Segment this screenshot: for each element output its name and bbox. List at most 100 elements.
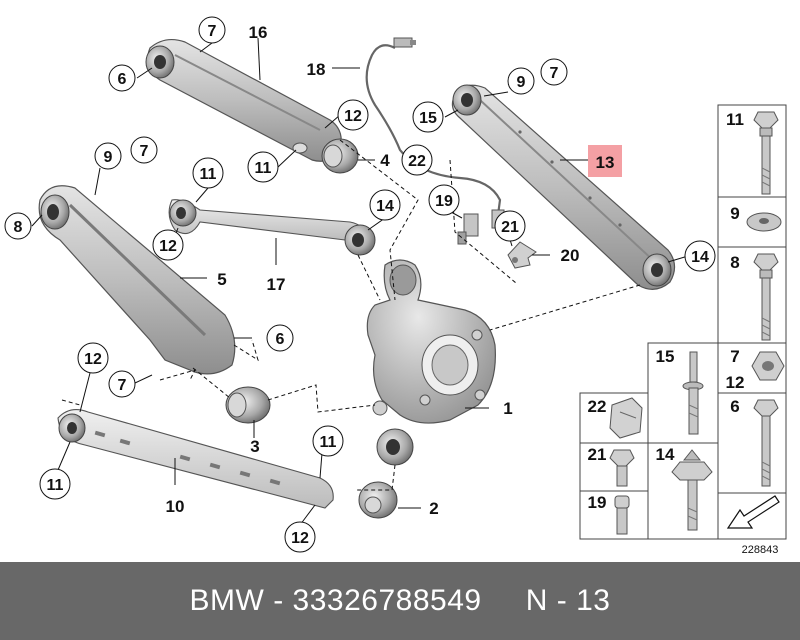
callout-7[interactable]: 7 [130,136,158,164]
svg-text:21: 21 [501,219,519,236]
callout-14[interactable]: 14 [369,189,401,221]
svg-text:21: 21 [588,445,607,464]
svg-text:11: 11 [726,110,744,129]
callout-9[interactable]: 9 [94,142,122,170]
svg-text:12: 12 [726,373,745,392]
svg-text:8: 8 [730,253,739,272]
callout-19[interactable]: 19 [428,184,460,216]
footer-text: BMW - 33326788549 N - 13 [189,584,611,617]
svg-text:9: 9 [104,149,113,166]
callout-12[interactable]: 12 [337,99,369,131]
svg-text:15: 15 [419,110,437,127]
callout-12[interactable]: 12 [284,521,316,553]
stud-15-image [682,351,704,435]
svg-text:12: 12 [159,238,177,255]
direction-arrow-icon [726,495,780,529]
upper-control-arm [145,38,342,162]
svg-text:12: 12 [344,108,362,125]
callout-15[interactable]: 15 [412,101,444,133]
svg-text:7: 7 [118,377,127,394]
svg-text:14: 14 [376,198,394,215]
svg-text:12: 12 [84,351,102,368]
wheel-carrier-part-1 [366,259,496,424]
highlight-box [588,145,622,177]
bushing-part-2 [358,481,398,519]
position-label: N - 13 [525,584,611,617]
svg-text:6: 6 [276,331,285,348]
svg-text:7: 7 [730,347,739,366]
svg-text:11: 11 [255,160,272,177]
screw-19-image [614,495,630,535]
svg-text:11: 11 [320,434,337,451]
bushing-part-3 [225,386,271,424]
part-number: 33326788549 [292,584,482,617]
leader-lines [31,37,689,526]
parts-diagram: 7 6 12 11 22 9 7 11 8 12 14 19 21 9 7 15… [4,16,787,556]
bolt-14-image [671,449,713,531]
wishbone-part-17 [168,199,376,256]
plain-labels: 16 18 4 5 17 20 1 3 10 2 [166,23,580,518]
svg-text:22: 22 [588,397,607,416]
svg-text:11: 11 [200,166,217,183]
svg-text:7: 7 [140,143,149,160]
lower-arm-part-10 [57,409,334,509]
callout-12[interactable]: 12 [77,342,109,374]
svg-text:7: 7 [208,23,217,40]
callouts: 7 6 12 11 22 9 7 11 8 12 14 19 21 9 7 15… [4,16,716,553]
callout-14[interactable]: 14 [684,240,716,272]
callout-7[interactable]: 7 [198,16,226,44]
callout-9[interactable]: 9 [507,67,535,95]
svg-text:3: 3 [250,437,259,456]
bolt-8-image [753,253,779,341]
svg-text:6: 6 [730,397,739,416]
clip-22-image [609,397,643,439]
svg-text:14: 14 [656,445,675,464]
svg-text:1: 1 [503,399,512,418]
callout-7[interactable]: 7 [540,58,568,86]
callout-12[interactable]: 12 [152,229,184,261]
svg-text:6: 6 [118,71,127,88]
svg-text:2: 2 [429,499,438,518]
svg-text:5: 5 [217,270,226,289]
svg-text:9: 9 [730,204,739,223]
callout-11[interactable]: 11 [39,468,71,500]
control-arm-part-13 [451,84,676,290]
nut-7-image [751,351,785,381]
svg-text:12: 12 [291,530,309,547]
svg-text:10: 10 [166,497,185,516]
svg-text:14: 14 [691,249,709,266]
svg-text:18: 18 [307,60,326,79]
svg-text:8: 8 [14,219,23,236]
callout-6[interactable]: 6 [108,64,136,92]
callout-8[interactable]: 8 [4,212,32,240]
parts-table: 11 9 8 7 12 6 15 14 22 21 19 [579,104,787,556]
callout-6[interactable]: 6 [266,324,294,352]
callout-11[interactable]: 11 [192,157,224,189]
svg-text:7: 7 [550,65,559,82]
svg-text:22: 22 [408,153,426,170]
svg-text:17: 17 [267,275,286,294]
footer-bar: BMW - 33326788549 N - 13 [0,562,800,640]
callout-7[interactable]: 7 [108,370,136,398]
bushing-part-4 [321,138,359,174]
highlight-callout-13[interactable]: 13 [588,145,622,177]
diagram-canvas: 7 6 12 11 22 9 7 11 8 12 14 19 21 9 7 15… [4,16,787,556]
washer-9-image [746,212,782,232]
callout-22[interactable]: 22 [401,144,433,176]
svg-text:11: 11 [47,477,64,494]
brand-name: BMW [189,584,265,617]
svg-text:15: 15 [656,347,675,366]
bolt-11-image [753,111,779,195]
svg-text:13: 13 [596,153,615,172]
svg-text:19: 19 [588,493,607,512]
diagram-number: 228843 [742,544,779,556]
callout-11[interactable]: 11 [247,151,279,183]
bolt-21-image [609,449,635,487]
bushing-lower-carrier [376,428,414,466]
svg-text:16: 16 [249,23,268,42]
callout-11[interactable]: 11 [312,425,344,457]
speed-sensor-part-19 [457,213,479,245]
bolt-6-image [753,399,779,487]
bracket-part-20 [507,241,537,269]
callout-21[interactable]: 21 [494,210,526,242]
